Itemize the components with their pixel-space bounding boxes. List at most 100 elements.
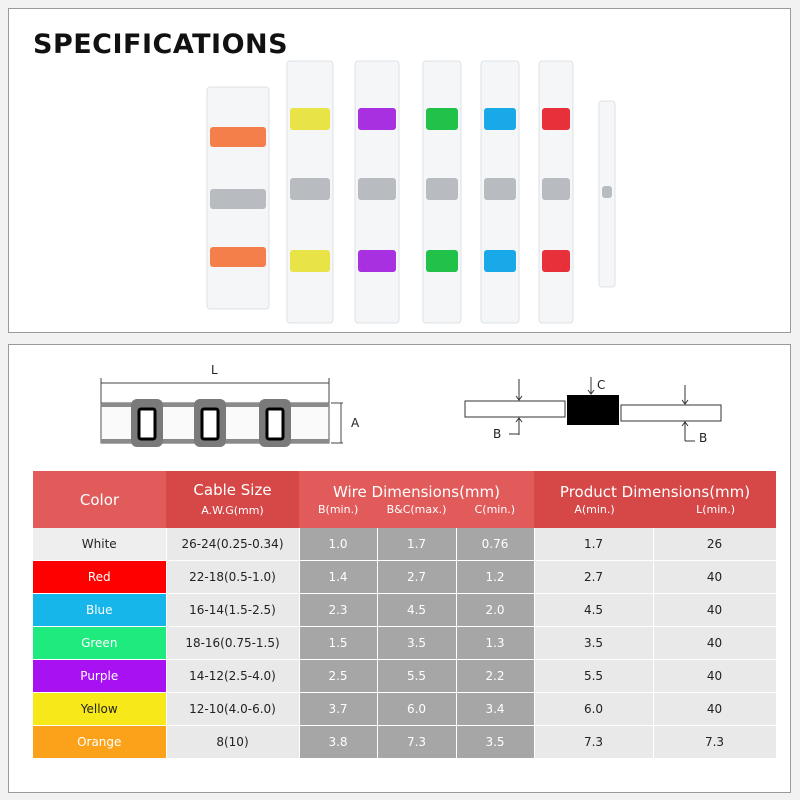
sealant-ring — [542, 250, 570, 272]
cell-prod-a: 1.7 — [534, 528, 654, 561]
dimension-label-b-left: B — [493, 427, 502, 441]
header-product-dimensions: Product Dimensions(mm) A(min.) L(min.) — [534, 471, 777, 528]
sealant-ring — [358, 250, 396, 272]
header-wire-c: C(min.) — [474, 503, 516, 516]
sealant-ring — [426, 108, 458, 130]
cell-cable-size: 12-10(4.0-6.0) — [165, 692, 300, 726]
connector-tube — [354, 60, 400, 324]
sealant-ring — [358, 108, 396, 130]
sealant-ring — [210, 127, 266, 147]
cell-wire-b: 1.0 — [299, 528, 378, 561]
sealant-ring — [290, 250, 330, 272]
cell-wire-bc: 2.7 — [377, 560, 457, 594]
cell-wire-b: 2.3 — [299, 593, 378, 627]
connector-tube — [286, 60, 334, 324]
solder-band — [210, 189, 266, 209]
table-row: Orange 8(10) 3.8 7.3 3.5 7.3 7.3 — [33, 725, 777, 759]
sealant-ring — [484, 250, 516, 272]
cell-color: Purple — [33, 659, 166, 693]
product-photo-panel: SPECIFICATIONS — [8, 8, 791, 333]
cell-cable-size: 16-14(1.5-2.5) — [165, 593, 300, 627]
cell-prod-a: 3.5 — [534, 626, 654, 660]
table-row: Green 18-16(0.75-1.5) 1.5 3.5 1.3 3.5 40 — [33, 626, 777, 660]
cell-color: White — [33, 528, 166, 561]
cell-prod-a: 2.7 — [534, 560, 654, 594]
header-wire-b: B(min.) — [317, 503, 359, 516]
cell-prod-a: 5.5 — [534, 659, 654, 693]
cell-wire-c: 0.76 — [456, 528, 535, 561]
cell-prod-l: 40 — [653, 659, 777, 693]
solder-band — [542, 178, 570, 200]
header-prod-l: L(min.) — [696, 503, 736, 516]
cell-prod-l: 40 — [653, 626, 777, 660]
cell-color: Blue — [33, 593, 166, 627]
wire-dimension-diagram: B C B — [449, 375, 749, 445]
connector-tube — [538, 60, 574, 324]
dimension-label-c: C — [597, 378, 606, 392]
sealant-ring — [542, 108, 570, 130]
specifications-table: Color Cable Size A.W.G(mm) Wire Dimensio… — [33, 471, 777, 759]
cell-wire-b: 1.4 — [299, 560, 378, 594]
page-title: SPECIFICATIONS — [33, 29, 289, 60]
cell-prod-l: 40 — [653, 560, 777, 594]
cell-wire-b: 3.7 — [299, 692, 378, 726]
connector-tube — [480, 60, 520, 324]
cell-wire-b: 3.8 — [299, 725, 378, 759]
header-prod-a: A(min.) — [574, 503, 615, 516]
solder-band — [602, 186, 612, 198]
solder-band — [290, 178, 330, 200]
cell-wire-bc: 1.7 — [377, 528, 457, 561]
cell-color: Yellow — [33, 692, 166, 726]
header-wire-dimensions: Wire Dimensions(mm) B(min.) B&C(max.) C(… — [299, 471, 535, 528]
spec-panel: L A B C B — [8, 344, 791, 793]
cell-prod-l: 26 — [653, 528, 777, 561]
cell-cable-size: 26-24(0.25-0.34) — [165, 528, 300, 561]
header-cable-size: Cable Size A.W.G(mm) — [166, 471, 299, 528]
cell-color: Red — [33, 560, 166, 594]
solder-band — [426, 178, 458, 200]
cell-prod-a: 4.5 — [534, 593, 654, 627]
cell-wire-bc: 3.5 — [377, 626, 457, 660]
table-row: Red 22-18(0.5-1.0) 1.4 2.7 1.2 2.7 40 — [33, 560, 777, 594]
cell-cable-size: 8(10) — [165, 725, 300, 759]
cell-wire-bc: 6.0 — [377, 692, 457, 726]
sealant-ring — [426, 250, 458, 272]
cell-color: Orange — [33, 725, 166, 759]
cell-wire-c: 3.5 — [456, 725, 535, 759]
solder-band — [358, 178, 396, 200]
cell-wire-b: 2.5 — [299, 659, 378, 693]
cell-wire-bc: 4.5 — [377, 593, 457, 627]
dimension-label-b-right: B — [699, 431, 708, 445]
cell-wire-bc: 5.5 — [377, 659, 457, 693]
table-row: Purple 14-12(2.5-4.0) 2.5 5.5 2.2 5.5 40 — [33, 659, 777, 693]
cell-prod-l: 40 — [653, 692, 777, 726]
cell-color: Green — [33, 626, 166, 660]
header-color: Color — [33, 471, 166, 528]
cell-cable-size: 14-12(2.5-4.0) — [165, 659, 300, 693]
table-row: Yellow 12-10(4.0-6.0) 3.7 6.0 3.4 6.0 40 — [33, 692, 777, 726]
cell-prod-a: 7.3 — [534, 725, 654, 759]
cell-wire-c: 2.2 — [456, 659, 535, 693]
header-wire-bc: B&C(max.) — [386, 503, 447, 516]
connector-tube — [206, 86, 270, 310]
dimension-label-l: L — [211, 363, 218, 377]
cell-wire-bc: 7.3 — [377, 725, 457, 759]
cell-cable-size: 18-16(0.75-1.5) — [165, 626, 300, 660]
sealant-ring — [484, 108, 516, 130]
connector-dimension-diagram: L A — [79, 359, 369, 449]
connector-tube — [422, 60, 462, 324]
cell-prod-l: 40 — [653, 593, 777, 627]
cell-cable-size: 22-18(0.5-1.0) — [165, 560, 300, 594]
connector-tubes-image — [206, 60, 616, 324]
sealant-ring — [210, 247, 266, 267]
cell-wire-c: 1.2 — [456, 560, 535, 594]
table-row: White 26-24(0.25-0.34) 1.0 1.7 0.76 1.7 … — [33, 528, 777, 561]
dimension-label-a: A — [351, 416, 360, 430]
table-header-row: Color Cable Size A.W.G(mm) Wire Dimensio… — [33, 471, 777, 528]
cell-wire-c: 2.0 — [456, 593, 535, 627]
cell-wire-c: 1.3 — [456, 626, 535, 660]
cell-prod-a: 6.0 — [534, 692, 654, 726]
cell-prod-l: 7.3 — [653, 725, 777, 759]
table-row: Blue 16-14(1.5-2.5) 2.3 4.5 2.0 4.5 40 — [33, 593, 777, 627]
connector-tube — [598, 100, 616, 288]
